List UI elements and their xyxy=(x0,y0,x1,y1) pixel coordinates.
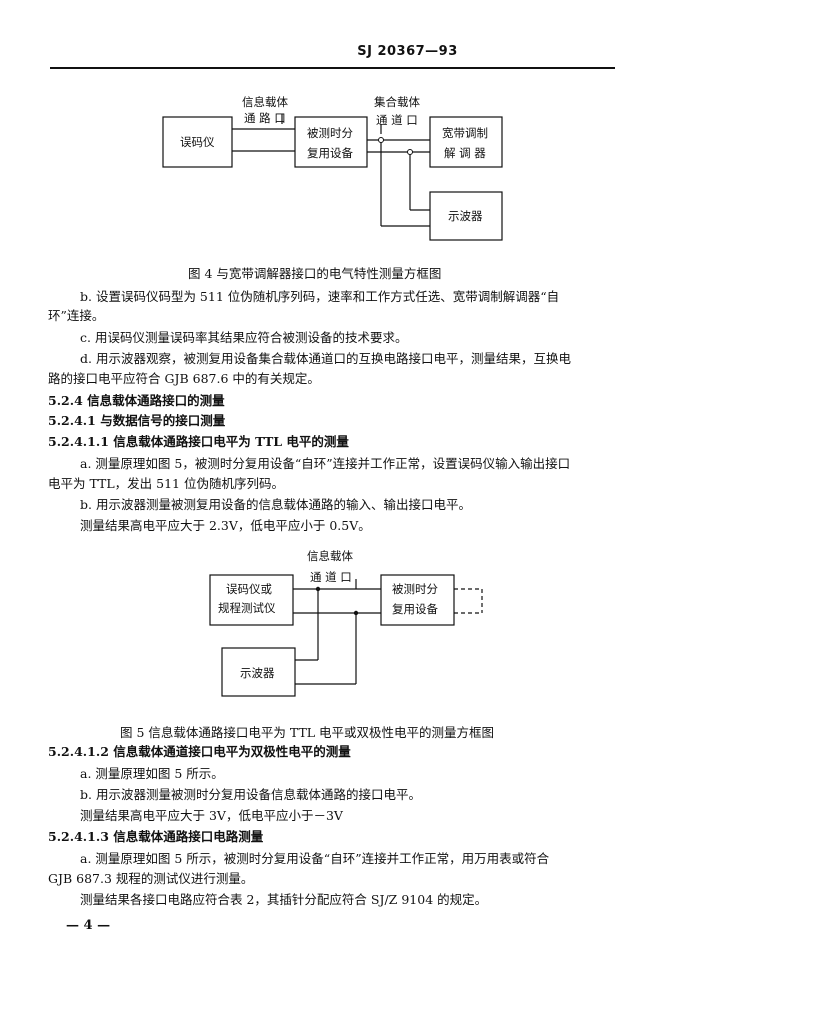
fig4-tester-box xyxy=(162,116,233,168)
section-5-2-4-1-3: 5.2.4.1.3 信息载体通路接口电路测量 xyxy=(48,829,264,844)
fig5-tester-label-1: 误码仪或 xyxy=(226,582,272,596)
para-d-line1: d. 用示波器观察，被测复用设备集合载体通道口的互换电路接口电平，测量结果，互换… xyxy=(80,351,571,366)
section-5-2-4-1-1: 5.2.4.1.1 信息载体通路接口电平为 TTL 电平的测量 xyxy=(48,434,349,449)
fig5-mux-box xyxy=(380,574,455,626)
fig4-mux-box xyxy=(294,116,368,168)
fig5-label-channel: 通 道 口 xyxy=(310,570,352,584)
fig4-modem-label-2: 解 调 器 xyxy=(444,146,486,160)
para-5-2-4-1-3-a-line1: a. 测量原理如图 5 所示，被测时分复用设备“自环”连接并工作正常，用万用表或… xyxy=(80,851,550,866)
fig5-mux-label-2: 复用设备 xyxy=(392,602,438,616)
fig5-scope-box xyxy=(221,647,296,697)
para-5-2-4-1-2-a: a. 测量原理如图 5 所示。 xyxy=(80,766,224,781)
fig4-tester-label: 误码仪 xyxy=(180,135,215,149)
para-5-2-4-1-3-result: 测量结果各接口电路应符合表 2，其插针分配应符合 SJ/Z 9104 的规定。 xyxy=(80,892,488,907)
figure-5-caption: 图 5 信息载体通路接口电平为 TTL 电平或双极性电平的测量方框图 xyxy=(120,725,495,740)
figure-4-caption: 图 4 与宽带调解器接口的电气特性测量方框图 xyxy=(188,266,442,281)
para-b-line2: 环”连接。 xyxy=(48,308,105,323)
section-5-2-4: 5.2.4 信息载体通路接口的测量 xyxy=(48,393,225,408)
para-b-line1: b. 设置误码仪码型为 511 位伪随机序列码，速率和工作方式任选、宽带调制解调… xyxy=(80,289,560,304)
fig4-modem-box xyxy=(429,116,503,168)
fig4-label-aggregate-carrier: 集合载体 xyxy=(374,95,420,109)
fig4-label-channel: 通 道 口 xyxy=(376,113,418,127)
fig5-mux-label-1: 被测时分 xyxy=(392,582,438,596)
para-c: c. 用误码仪测量误码率其结果应符合被测设备的技术要求。 xyxy=(80,330,408,345)
fig5-label-info-carrier: 信息载体 xyxy=(307,549,353,563)
para-d-line2: 路的接口电平应符合 GJB 687.6 中的有关规定。 xyxy=(48,371,320,386)
para-5-2-4-1-2-b: b. 用示波器测量被测时分复用设备信息载体通路的接口电平。 xyxy=(80,787,421,802)
fig4-label-info-carrier: 信息载体 xyxy=(242,95,288,109)
fig4-scope-label: 示波器 xyxy=(448,209,483,223)
fig5-scope-label: 示波器 xyxy=(240,666,275,680)
fig4-label-port: 通 路 口 xyxy=(244,111,286,125)
para-5-2-4-1-2-result: 测量结果高电平应大于 3V，低电平应小于－3V xyxy=(80,808,343,823)
fig5-tester-label-2: 规程测试仪 xyxy=(218,601,276,615)
fig4-modem-label-1: 宽带调制 xyxy=(442,126,488,140)
para-5-2-4-1-1-result: 测量结果高电平应大于 2.3V，低电平应小于 0.5V。 xyxy=(80,518,371,533)
document-header: SJ 20367—93 xyxy=(357,44,458,59)
section-5-2-4-1: 5.2.4.1 与数据信号的接口测量 xyxy=(48,413,226,428)
para-5-2-4-1-1-a-line1: a. 测量原理如图 5，被测时分复用设备“自环”连接并工作正常，设置误码仪输入输… xyxy=(80,456,571,471)
page-number: — 4 — xyxy=(66,918,111,933)
fig5-tester-box xyxy=(209,574,294,626)
fig4-scope-box xyxy=(429,191,503,241)
section-5-2-4-1-2: 5.2.4.1.2 信息载体通道接口电平为双极性电平的测量 xyxy=(48,744,351,759)
para-5-2-4-1-3-a-line2: GJB 687.3 规程的测试仪进行测量。 xyxy=(48,871,254,886)
para-5-2-4-1-1-a-line2: 电平为 TTL，发出 511 位伪随机序列码。 xyxy=(48,476,284,491)
para-5-2-4-1-1-b: b. 用示波器测量被测复用设备的信息载体通路的输入、输出接口电平。 xyxy=(80,497,471,512)
header-rule xyxy=(50,67,615,69)
fig4-mux-label-2: 复用设备 xyxy=(307,146,353,160)
fig4-mux-label-1: 被测时分 xyxy=(307,126,353,140)
